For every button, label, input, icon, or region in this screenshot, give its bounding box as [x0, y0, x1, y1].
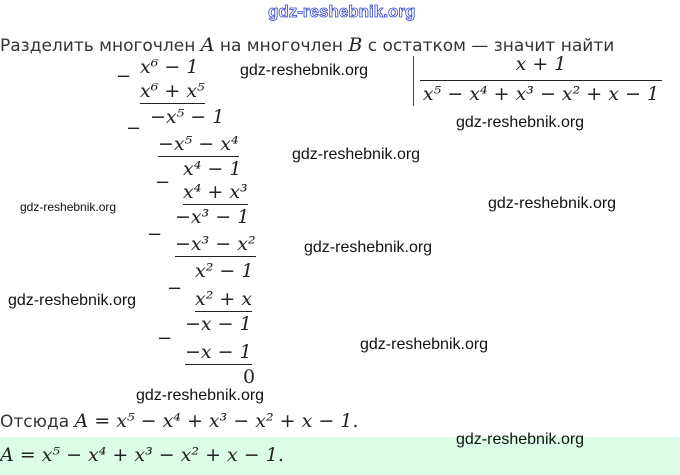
minus-sign: −: [116, 66, 132, 87]
watermark: gdz-reshebnik.org: [456, 114, 585, 131]
quotient: x⁵ − x⁴ + x³ − x² + x − 1: [422, 83, 660, 105]
minus-sign: −: [126, 118, 142, 139]
divisor: x + 1: [515, 53, 567, 75]
intro-text: Разделить многочлен A на многочлен B с о…: [0, 34, 614, 56]
minus-sign: −: [167, 278, 183, 299]
conclusion-formula: A = x⁵ − x⁴ + x³ − x² + x − 1.: [74, 410, 359, 432]
remainder: 0: [243, 366, 256, 388]
step: −x³ − 1: [175, 206, 250, 228]
dividend: x⁶ − 1: [140, 56, 199, 78]
watermark: gdz-reshebnik.org: [456, 431, 585, 448]
divisor-line: [420, 80, 662, 81]
conclusion: Отсюда A = x⁵ − x⁴ + x³ − x² + x − 1.: [0, 410, 358, 432]
step: x⁶ + x⁵: [140, 80, 205, 104]
step: −x − 1: [185, 313, 252, 335]
var-a: A: [200, 34, 215, 56]
step: x² − 1: [195, 260, 254, 282]
conclusion-label: Отсюда: [0, 412, 70, 432]
intro-part: на многочлен: [219, 36, 343, 56]
minus-sign: −: [147, 224, 163, 245]
step: −x³ − x²: [175, 233, 256, 257]
answer-formula: A = x⁵ − x⁴ + x³ − x² + x − 1.: [0, 444, 284, 466]
watermark: gdz-reshebnik.org: [8, 292, 137, 309]
minus-sign: −: [157, 328, 173, 349]
step: x² + x: [195, 288, 253, 312]
watermark: gdz-reshebnik.org: [20, 200, 117, 214]
step: −x − 1: [185, 341, 252, 365]
step: −x⁵ − x⁴: [158, 133, 239, 157]
watermark: gdz-reshebnik.org: [136, 387, 265, 404]
step: x⁴ − 1: [183, 158, 242, 180]
division-bar: [413, 56, 414, 106]
step: x⁴ + x³: [183, 181, 248, 205]
watermark-top: gdz-reshebnik.org: [268, 2, 416, 22]
watermark: gdz-reshebnik.org: [292, 146, 421, 163]
minus-sign: −: [155, 172, 171, 193]
watermark: gdz-reshebnik.org: [240, 62, 369, 79]
watermark: gdz-reshebnik.org: [360, 336, 489, 353]
step: −x⁵ − 1: [150, 106, 225, 128]
watermark: gdz-reshebnik.org: [488, 195, 617, 212]
answer-box: A = x⁵ − x⁴ + x³ − x² + x − 1.: [0, 437, 680, 475]
watermark: gdz-reshebnik.org: [304, 239, 433, 256]
intro-part: с остатком — значит найти: [367, 36, 615, 56]
intro-part: Разделить многочлен: [0, 36, 196, 56]
var-b: B: [348, 34, 363, 56]
